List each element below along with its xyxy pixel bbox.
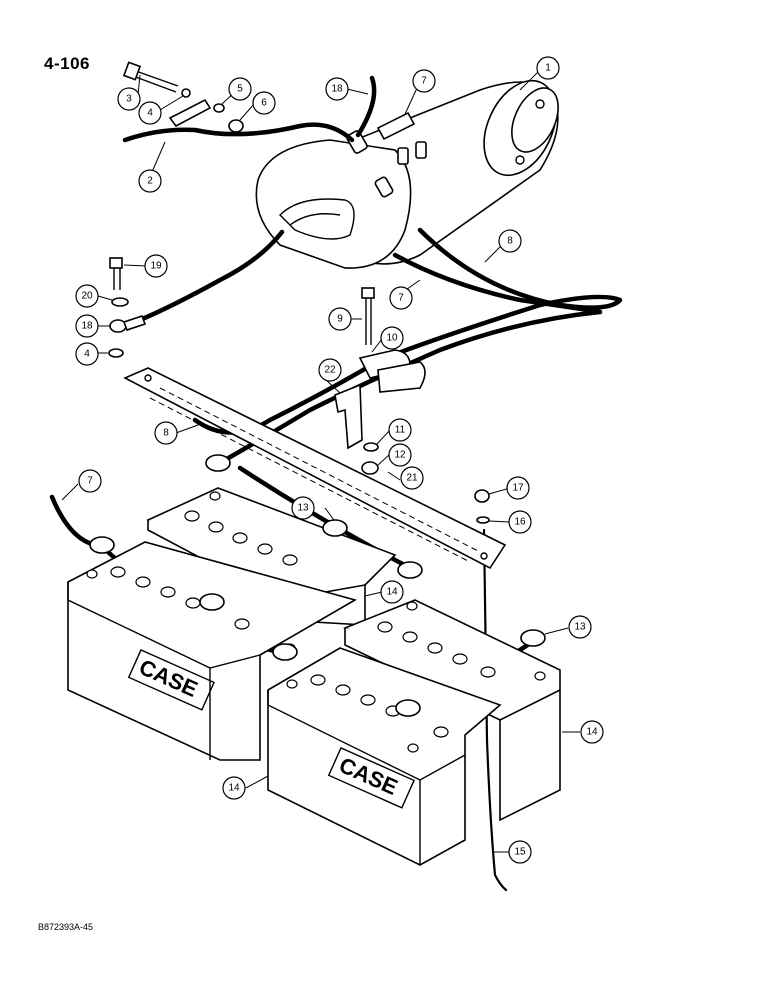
callout-11: 11 xyxy=(388,418,412,442)
svg-text:15: 15 xyxy=(514,847,526,858)
callout-17: 17 xyxy=(506,476,530,500)
svg-text:4: 4 xyxy=(147,108,153,119)
svg-text:7: 7 xyxy=(87,476,93,487)
callout-9: 9 xyxy=(328,307,352,331)
svg-text:2: 2 xyxy=(147,176,153,187)
callout-18-top: 18 xyxy=(325,77,349,101)
starter-motor xyxy=(255,79,559,269)
svg-text:19: 19 xyxy=(150,261,162,272)
svg-text:21: 21 xyxy=(406,473,418,484)
callouts: 1 2 3 4 5 6 7 18 8 7 9 10 19 20 18 4 22 … xyxy=(75,56,604,864)
callout-8-left: 8 xyxy=(154,421,178,445)
svg-text:8: 8 xyxy=(507,236,513,247)
svg-text:13: 13 xyxy=(297,503,309,514)
cable-2 xyxy=(122,122,355,143)
svg-text:17: 17 xyxy=(512,483,524,494)
callout-2: 2 xyxy=(138,169,162,193)
callout-19: 19 xyxy=(144,254,168,278)
reference-code: B872393A-45 xyxy=(38,922,94,932)
cable-7-left xyxy=(49,494,99,548)
svg-text:8: 8 xyxy=(163,428,169,439)
mounting-bar xyxy=(123,367,507,570)
callout-4-top: 4 xyxy=(138,101,162,125)
svg-text:5: 5 xyxy=(237,84,243,95)
battery-front-right: CASE xyxy=(267,647,502,866)
callout-4-lower: 4 xyxy=(75,342,99,366)
ground-strap-15 xyxy=(482,528,508,892)
callout-15: 15 xyxy=(508,840,532,864)
svg-text:12: 12 xyxy=(394,450,406,461)
callout-14-left: 14 xyxy=(222,776,246,800)
battery-terminal-clamps xyxy=(89,454,546,717)
callout-3: 3 xyxy=(117,87,141,111)
svg-text:14: 14 xyxy=(386,587,398,598)
callout-7-mid: 7 xyxy=(389,286,413,310)
callout-13-left: 13 xyxy=(291,496,315,520)
callout-22: 22 xyxy=(318,358,342,382)
hardware xyxy=(108,61,490,524)
svg-text:16: 16 xyxy=(514,517,526,528)
svg-text:3: 3 xyxy=(126,94,132,105)
svg-text:20: 20 xyxy=(81,291,93,302)
cable-7-upper xyxy=(222,252,603,463)
callout-18-lower: 18 xyxy=(75,314,99,338)
callout-7-top: 7 xyxy=(412,69,436,93)
callout-6: 6 xyxy=(252,91,276,115)
callout-7-left: 7 xyxy=(78,469,102,493)
svg-text:9: 9 xyxy=(337,314,343,325)
callout-8-right: 8 xyxy=(498,229,522,253)
callout-12: 12 xyxy=(388,443,412,467)
svg-text:13: 13 xyxy=(574,622,586,633)
callout-1: 1 xyxy=(536,56,560,80)
svg-text:14: 14 xyxy=(228,783,240,794)
callout-20: 20 xyxy=(75,284,99,308)
svg-text:6: 6 xyxy=(261,98,267,109)
callout-13-right: 13 xyxy=(568,615,592,639)
battery-back-right xyxy=(342,599,561,822)
callout-14-mid: 14 xyxy=(380,580,404,604)
svg-text:14: 14 xyxy=(586,727,598,738)
cable-clamps xyxy=(334,349,426,450)
svg-text:18: 18 xyxy=(81,321,93,332)
page-number: 4-106 xyxy=(44,54,90,73)
callout-10: 10 xyxy=(380,326,404,350)
svg-text:7: 7 xyxy=(421,76,427,87)
svg-text:11: 11 xyxy=(395,425,406,436)
svg-text:1: 1 xyxy=(545,63,551,74)
svg-text:22: 22 xyxy=(324,365,336,376)
svg-text:4: 4 xyxy=(84,349,90,360)
callout-5: 5 xyxy=(228,77,252,101)
callout-14-right: 14 xyxy=(580,720,604,744)
cable-18-lower xyxy=(137,229,285,323)
svg-text:7: 7 xyxy=(398,293,404,304)
callout-16: 16 xyxy=(508,510,532,534)
svg-text:10: 10 xyxy=(386,333,398,344)
callout-21: 21 xyxy=(400,466,424,490)
svg-text:18: 18 xyxy=(331,84,343,95)
cable-18-top xyxy=(355,75,377,138)
